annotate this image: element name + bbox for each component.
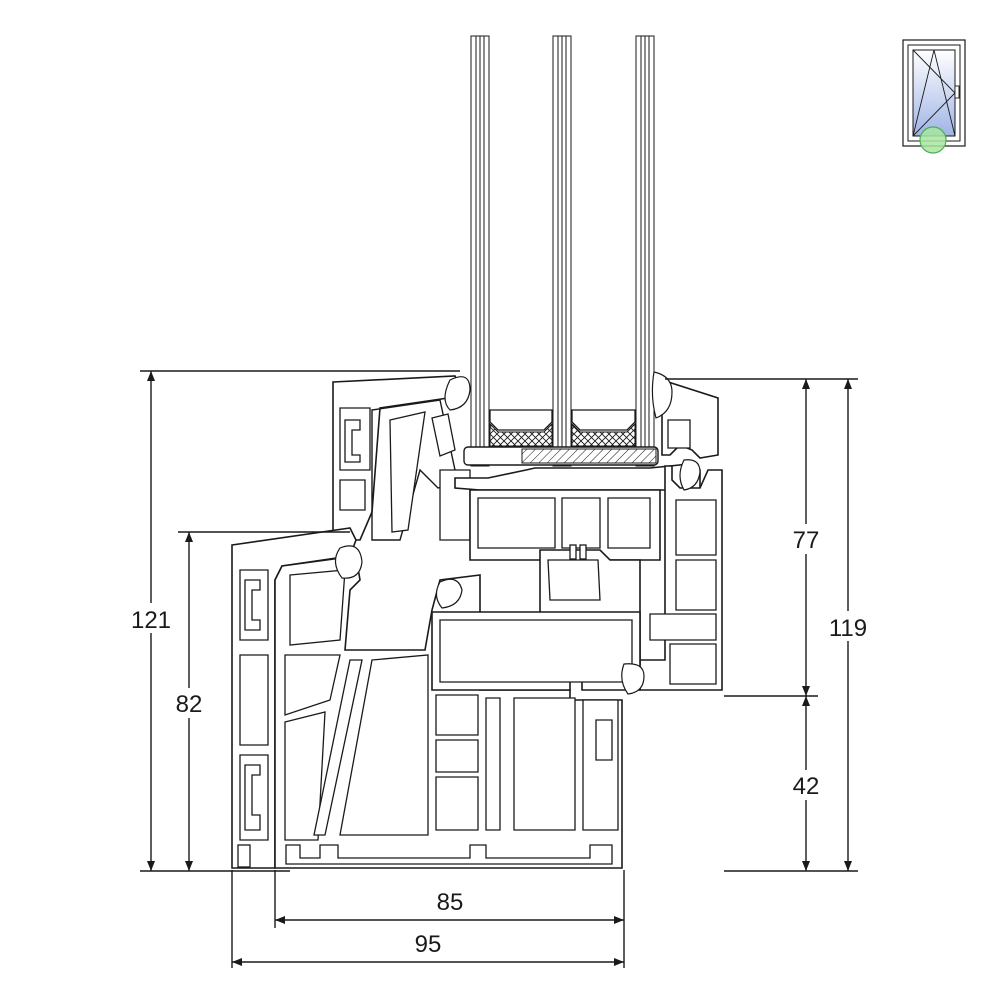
glazing-unit [463,35,659,467]
spacer-left [489,409,553,431]
dim-frame-inner-height: 82 [176,691,203,718]
dim-total-width: 95 [415,931,442,958]
spacer-right [571,409,636,431]
dim-frame-height: 121 [131,607,171,634]
section-location-marker-icon [919,126,947,154]
frame-profile [231,527,641,869]
dim-right-lower-height: 42 [793,773,820,800]
dim-inner-width: 85 [437,889,464,916]
dim-right-total-height: 119 [829,615,867,642]
dim-right-upper-height: 77 [793,527,820,554]
gaskets [334,371,701,695]
